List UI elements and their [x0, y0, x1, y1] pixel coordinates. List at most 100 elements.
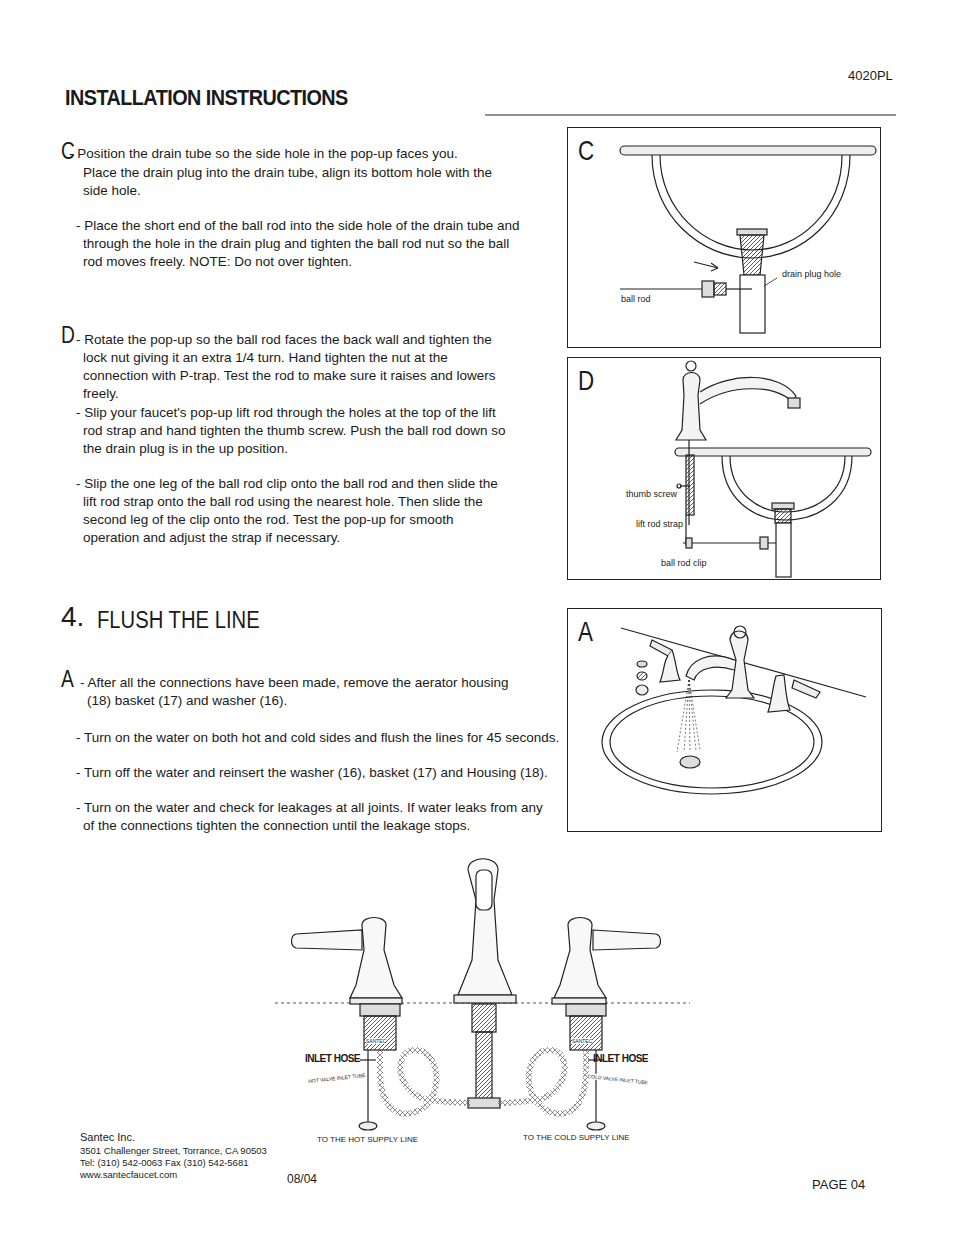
- faucet-drain-d: [686, 538, 692, 548]
- panel-letter: A: [578, 615, 593, 649]
- sink-drain-c: [714, 283, 726, 295]
- company-name: Santec Inc.: [80, 1131, 135, 1144]
- hose-label: INLET HOSE: [593, 1053, 648, 1065]
- faucet-drain-d: [677, 484, 681, 488]
- faucet-drain-d: [675, 448, 871, 456]
- instruction: - Turn on the water on both hot and cold…: [76, 729, 559, 747]
- widespread-faucet: [476, 870, 492, 910]
- widespread-faucet: [364, 1016, 396, 1050]
- widespread-faucet: [275, 859, 690, 1130]
- faucet-flush-a: [660, 650, 680, 682]
- widespread-faucet: [593, 930, 661, 950]
- faucet-drain-d: [686, 361, 696, 371]
- section-number: 4.: [61, 600, 84, 634]
- sink-drain-c: [620, 146, 876, 155]
- faucet-flush-a: [686, 656, 734, 680]
- widespread-faucet: [350, 998, 402, 1004]
- company-phone: Tel: (310) 542-0063 Fax (310) 542-5681: [80, 1157, 248, 1168]
- instruction: - Position the drain tube so the side ho…: [69, 145, 546, 163]
- panel-letter: D: [578, 364, 594, 398]
- instruction: Place the drain plug into the drain tube…: [83, 164, 508, 200]
- faucet-drain-d: [775, 509, 791, 523]
- faucet-flush-a: [636, 685, 648, 695]
- section-heading: FLUSH THE LINE: [97, 606, 260, 634]
- instruction: - After all the connections have been ma…: [80, 674, 527, 710]
- page-title: INSTALLATION INSTRUCTIONS: [65, 85, 348, 111]
- widespread-faucet: [292, 930, 363, 950]
- widespread-faucet: [454, 995, 516, 1003]
- hose-print: HOT VALVE INLET TUBE: [308, 1072, 366, 1084]
- figure-panel: Cdrain plug hole ball rod: [567, 127, 881, 348]
- hose-label: INLET HOSE: [305, 1053, 360, 1065]
- company-address: 3501 Challenger Street, Torrance, CA 905…: [80, 1145, 267, 1156]
- faucet-drain-d: [676, 373, 706, 441]
- widespread-faucet: [498, 1050, 586, 1114]
- instruction: - Slip your faucet's pop-up lift rod thr…: [76, 404, 513, 458]
- instruction: - Rotate the pop-up so the ball rod face…: [76, 331, 513, 403]
- faucet-flush-a: [734, 626, 746, 638]
- faucet-flush-a: [637, 661, 647, 667]
- faucet-drain-d: [788, 398, 800, 408]
- faucet-drain-d: [776, 523, 791, 577]
- faucet-flush-a: [650, 640, 672, 656]
- company-web: www.santecfaucet.com: [80, 1169, 177, 1180]
- part-label: ball rod: [621, 294, 651, 305]
- title-rule: [485, 115, 896, 116]
- faucet-flush-a: [792, 680, 820, 698]
- date-code: 08/04: [287, 1172, 317, 1186]
- supply-label: TO THE HOT SUPPLY LINE: [317, 1135, 418, 1145]
- widespread-faucet: [566, 1004, 606, 1016]
- faucet-flush-a: [637, 672, 647, 680]
- instruction: - Slip the one leg of the ball rod clip …: [76, 475, 508, 547]
- step-letter: A: [61, 664, 74, 693]
- sink-drain-c: [620, 288, 702, 289]
- sink-drain-c: [711, 263, 718, 271]
- widespread-faucet: [552, 998, 606, 1004]
- sink-drain-c: [620, 146, 876, 333]
- part-label: ball rod clip: [661, 558, 707, 569]
- faucet-drain-d: [760, 537, 768, 549]
- page-number: PAGE 04: [812, 1177, 865, 1193]
- widespread-faucet: [476, 1032, 492, 1102]
- widespread-faucet: [350, 918, 402, 999]
- step-letter: D: [61, 320, 75, 349]
- widespread-faucet: [360, 1059, 376, 1060]
- widespread-faucet: [458, 859, 512, 995]
- figure-panel: A: [567, 608, 882, 832]
- faucet-drain-d: [700, 377, 796, 404]
- faucet-flush-a: [602, 626, 866, 794]
- instruction: - Place the short end of the ball rod in…: [76, 217, 523, 271]
- title-rule: [485, 114, 896, 115]
- faucet-flush-a: [677, 680, 700, 752]
- model-number: 4020PL: [848, 68, 893, 84]
- sink-drain-c: [702, 281, 714, 297]
- panel-letter: C: [578, 134, 594, 168]
- widespread-faucet: [380, 1050, 470, 1114]
- faucet-drain-d: [686, 455, 694, 515]
- part-label: drain plug hole: [782, 269, 841, 280]
- figure-panel: Dthumb screw lift rod strap ball rod clip: [567, 357, 881, 580]
- sink-drain-c: [726, 288, 752, 289]
- faucet-drain-d: [772, 503, 794, 509]
- faucet-flush-a: [680, 756, 700, 768]
- widespread-faucet: [587, 1122, 605, 1130]
- faucet-flush-a: [621, 628, 866, 697]
- widespread-faucet: [468, 1098, 500, 1108]
- faucet-flush-a: [768, 675, 790, 712]
- instruction: - Turn off the water and reinsert the wa…: [76, 764, 548, 782]
- faucet-drain-d: [730, 456, 845, 512]
- widespread-faucet: [570, 1016, 602, 1050]
- widespread-faucet: [360, 1004, 400, 1016]
- sink-drain-c: [740, 275, 765, 333]
- supply-label: TO THE COLD SUPPLY LINE: [523, 1133, 630, 1143]
- valve-print: SANTEC: [572, 1038, 592, 1044]
- valve-print: SANTEC: [366, 1038, 386, 1044]
- widespread-faucet: [472, 1004, 496, 1032]
- sink-drain-c: [764, 278, 777, 286]
- faucet-drain-d: [675, 361, 871, 577]
- part-label: thumb screw: [626, 489, 677, 500]
- sink-drain-c: [740, 235, 764, 275]
- widespread-faucet: [359, 1122, 377, 1130]
- part-label: lift rod strap: [636, 519, 683, 530]
- widespread-faucet: [367, 1050, 368, 1122]
